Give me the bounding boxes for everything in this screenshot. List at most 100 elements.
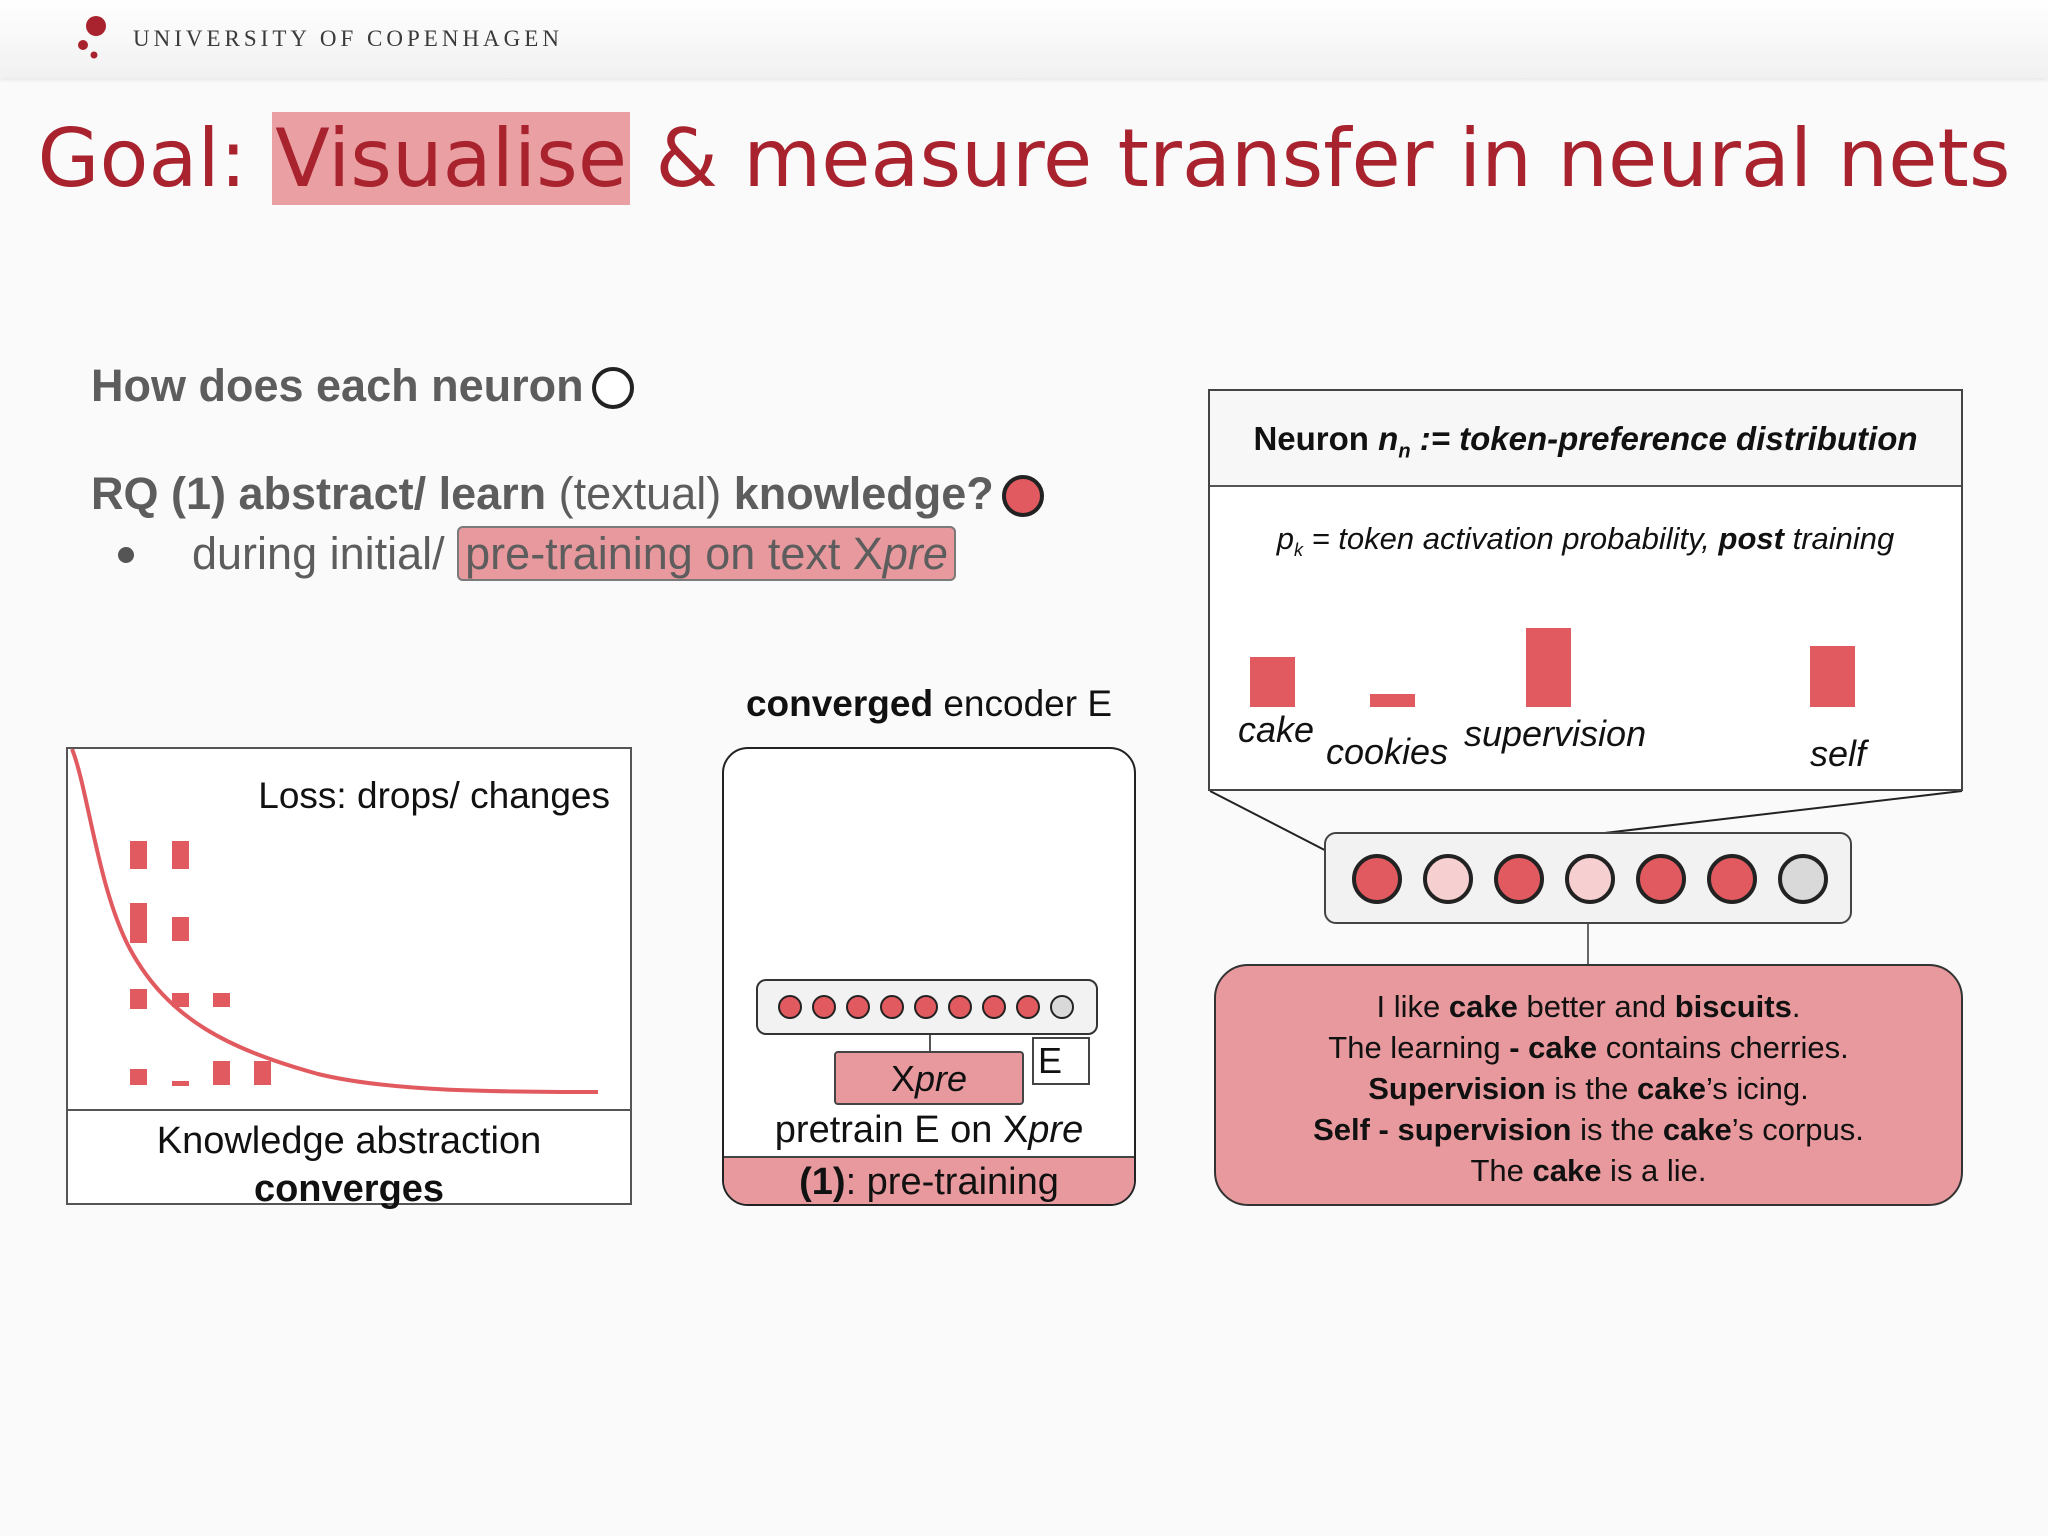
title-highlight: Visualise — [272, 112, 631, 205]
xpre-x: X — [890, 1058, 915, 1099]
highlight-italic: pre — [882, 528, 948, 579]
encoder-neuron — [914, 995, 938, 1019]
institution-name: UNIVERSITY OF COPENHAGEN — [133, 26, 563, 51]
header-n: n — [1378, 420, 1399, 457]
sentence-3: Supervision is the cake’s icing. — [1216, 1068, 1961, 1109]
s1-e: . — [1791, 989, 1801, 1024]
encoder-connector — [929, 1035, 931, 1051]
encoder-neuron — [846, 995, 870, 1019]
bullet-item: during initial/ pre-training on text Xpr… — [118, 526, 956, 581]
loss-plot — [70, 749, 599, 1094]
encoder-neuron — [982, 995, 1006, 1019]
s1-d: biscuits — [1674, 989, 1792, 1024]
s3-a: Supervision — [1368, 1071, 1546, 1106]
title-suffix: & measure transfer in neural nets — [630, 112, 2011, 205]
sub-end: training — [1783, 521, 1895, 556]
mark — [213, 1061, 230, 1085]
title-prefix: Goal: — [37, 112, 273, 205]
sub-text: = token activation probability, — [1302, 521, 1719, 556]
highlight-text: pre-training on text X — [465, 528, 883, 579]
mark — [130, 1069, 147, 1085]
sentence-2: The learning - cake contains cherries. — [1216, 1027, 1961, 1068]
s1-a: I like — [1376, 989, 1449, 1024]
s2-b: - cake — [1509, 1030, 1598, 1065]
mark — [213, 993, 230, 1007]
s4-a: Self - supervision — [1313, 1112, 1572, 1147]
question-line-1: How does each neuron — [91, 360, 634, 412]
pretrain-label: pretrain E on X — [774, 1109, 1029, 1151]
scatter-marks — [130, 841, 271, 1086]
mark — [172, 993, 189, 1007]
loss-caption: Knowledge abstraction converges — [68, 1111, 630, 1213]
neuron-circle — [1636, 854, 1686, 904]
s4-c: cake — [1662, 1112, 1732, 1147]
s2-c: contains cherries. — [1597, 1030, 1849, 1065]
footer-bold: (1) — [799, 1161, 846, 1203]
header-pre: Neuron — [1253, 420, 1379, 457]
header-post: := token-preference distribution — [1410, 420, 1918, 457]
token-panel-subtitle: pk = token activation probability, post … — [1210, 521, 1961, 561]
sentence-5: The cake is a lie. — [1216, 1150, 1961, 1191]
token-preference-panel: Neuron nn := token-preference distributi… — [1208, 389, 1963, 791]
loss-curve — [70, 749, 599, 1094]
token-panel-header: Neuron nn := token-preference distributi… — [1210, 391, 1961, 487]
mark — [172, 917, 189, 941]
encoder-neuron — [948, 995, 972, 1019]
s3-c: cake — [1636, 1071, 1706, 1106]
pretrain-text: pretrain E on Xpre — [724, 1105, 1134, 1155]
xpre-box: Xpre — [834, 1051, 1024, 1105]
encoder-title: converged encoder E — [722, 683, 1136, 725]
caption-line-2: converges — [253, 1168, 445, 1210]
s5-a: The — [1470, 1153, 1533, 1188]
bullet-icon — [118, 547, 134, 563]
token-bar — [1370, 694, 1415, 707]
header-bar: UNIVERSITY OF COPENHAGEN — [0, 0, 2048, 78]
pretraining-footer: (1): pre-training — [724, 1156, 1134, 1204]
neuron-circle — [1778, 854, 1828, 904]
pretraining-highlight: pre-training on text Xpre — [457, 526, 956, 581]
neuron-circle — [1352, 854, 1402, 904]
encoder-neuron — [812, 995, 836, 1019]
rq-normal: (textual) — [546, 468, 734, 519]
token-label: cake — [1238, 709, 1315, 750]
neuron-row — [1324, 832, 1852, 924]
s4-d: ’s corpus. — [1731, 1112, 1864, 1147]
s3-b: is the — [1545, 1071, 1637, 1106]
neuron-circle — [1707, 854, 1757, 904]
rq-bold-2: knowledge? — [733, 468, 994, 519]
encoder-neuron — [1050, 995, 1074, 1019]
sub-p: p — [1276, 521, 1294, 556]
header-sub: n — [1398, 440, 1411, 463]
bullet-prefix: during initial/ — [192, 528, 458, 579]
encoder-e-box: E — [1032, 1037, 1090, 1085]
research-question: RQ (1) abstract/ learn (textual) knowled… — [91, 468, 1044, 520]
encoder-neuron — [1016, 995, 1040, 1019]
active-neuron-icon — [1001, 475, 1044, 517]
token-bar — [1526, 628, 1571, 707]
rq-bold-1: RQ (1) abstract/ learn — [91, 468, 547, 519]
caption-line-1: Knowledge abstraction — [156, 1120, 542, 1162]
neuron-circle — [1423, 854, 1473, 904]
encoder-neuron-row — [756, 979, 1098, 1035]
encoder-title-rest: encoder E — [933, 683, 1113, 724]
sentence-connector — [1587, 924, 1589, 966]
mark — [254, 1061, 271, 1085]
university-logo-icon — [78, 16, 106, 59]
s1-c: better and — [1517, 989, 1675, 1024]
xpre-italic: pre — [914, 1058, 968, 1099]
encoder-neuron — [880, 995, 904, 1019]
mark — [130, 841, 147, 869]
s3-d: ’s icing. — [1705, 1071, 1809, 1106]
mark — [130, 989, 147, 1009]
slide-title: Goal: Visualise & measure transfer in ne… — [0, 112, 2048, 205]
s1-b: cake — [1448, 989, 1518, 1024]
token-label: cookies — [1326, 731, 1449, 772]
mark — [130, 903, 147, 943]
sentence-box: I like cake better and biscuits. The lea… — [1214, 964, 1963, 1206]
token-bar — [1250, 657, 1295, 707]
panel-divider — [68, 1109, 630, 1111]
mark — [172, 841, 189, 869]
token-label: self — [1810, 733, 1867, 774]
sub-bold: post — [1718, 521, 1784, 556]
loss-label: Loss: drops/ changes — [258, 775, 610, 816]
